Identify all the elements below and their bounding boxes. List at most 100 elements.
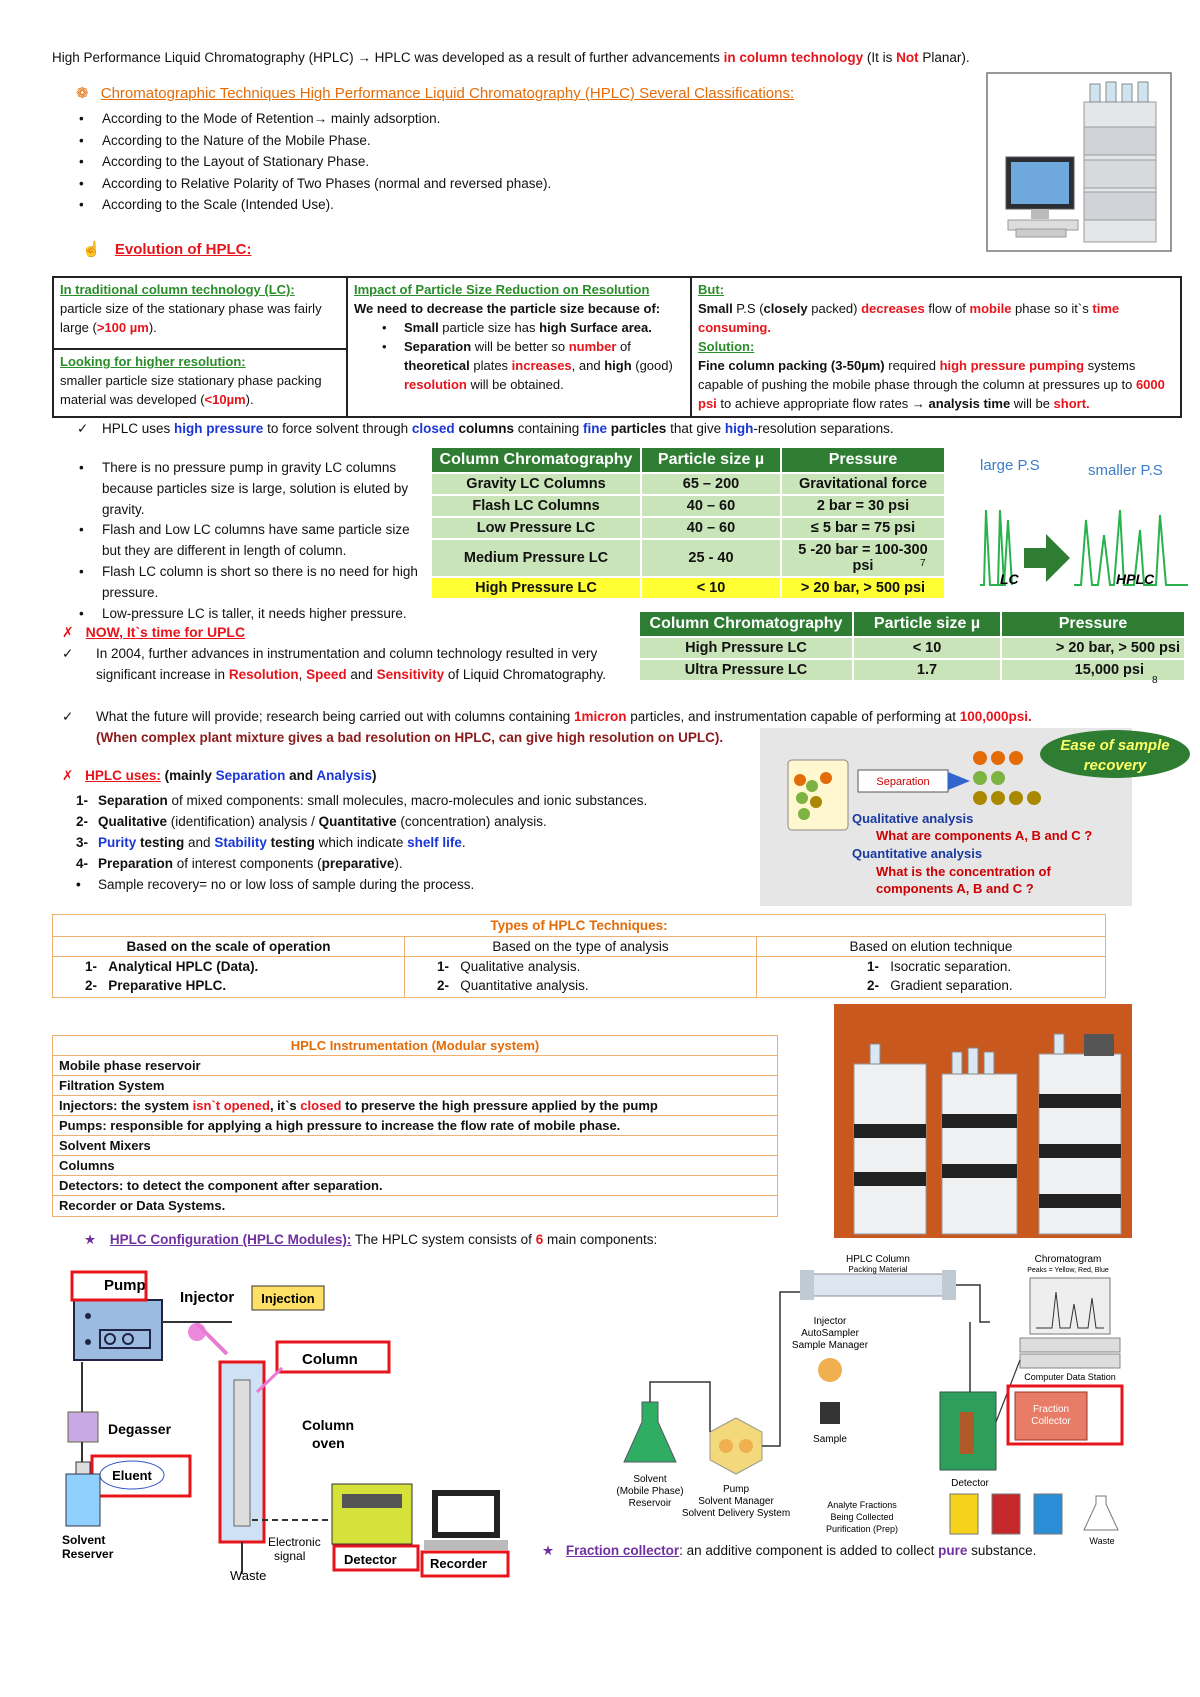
column-label: HPLC Column — [846, 1254, 910, 1265]
list-item: According to the Nature of the Mobile Ph… — [52, 130, 752, 152]
text: to force solvent through — [263, 421, 412, 436]
text-blue: closed — [411, 421, 455, 436]
table-cell: Low Pressure LC — [430, 516, 642, 540]
flower-icon: ❁ — [76, 85, 89, 102]
text: will be — [1010, 396, 1054, 411]
col-header: Based on the type of analysis — [405, 937, 756, 957]
text-bold: (mainly — [160, 768, 216, 783]
text: flow of — [924, 301, 970, 316]
list-item: 3-Purity testing and Stability testing w… — [48, 832, 728, 853]
num: 1- — [85, 959, 98, 974]
table-row: Mobile phase reservoir — [53, 1056, 777, 1076]
table-cell: 2 bar = 30 psi — [780, 494, 946, 518]
list-item: 4-Preparation of interest components (pr… — [48, 853, 728, 874]
text: What the future will provide; research b… — [96, 709, 574, 724]
pointing-hand-icon: ☝ — [82, 241, 101, 258]
modular-hplc-photo — [834, 1004, 1132, 1238]
text-bold: analysis time — [928, 396, 1011, 411]
table-cell: 25 - 40 — [640, 538, 782, 578]
text: , — [298, 666, 307, 682]
list-item: •Separation will be better so number of … — [382, 339, 673, 392]
separation-label: Separation — [876, 776, 929, 788]
text: : an additive component is added to coll… — [679, 1543, 939, 1558]
table-header-row: Column Chromatography Particle size µ Pr… — [638, 610, 1186, 638]
title-text: Types of HPLC Techniques: — [490, 918, 668, 933]
list-item: 1- Analytical HPLC (Data). — [53, 957, 404, 976]
num: 3- — [76, 835, 89, 850]
text-red: Speed — [306, 666, 347, 682]
large-ps-label: large P.S — [980, 457, 1040, 474]
column-oven-label: Column — [302, 1417, 354, 1433]
text-bold: preparative — [321, 856, 395, 871]
qual-label: Qualitative analysis — [852, 811, 973, 826]
recorder-label: Recorder — [430, 1556, 487, 1571]
text-bold: Fine column packing (3-50µm) — [698, 358, 885, 373]
solvent-label: Solvent — [62, 1533, 105, 1547]
text-blue: high pressure — [174, 421, 264, 436]
table-cell: > 20 bar, > 500 psi — [780, 576, 946, 600]
text-red: mobile — [969, 301, 1012, 316]
text: phase so it`s — [1011, 301, 1093, 316]
text: substance. — [967, 1543, 1037, 1558]
table-header: Particle size µ — [640, 446, 782, 474]
quant-question-2: components A, B and C ? — [876, 881, 1034, 896]
num: 1- — [867, 959, 880, 974]
detector-highlight-box — [332, 1544, 420, 1572]
text: Sample recovery= no or low loss of sampl… — [98, 877, 475, 892]
qual-question: What are components A, B and C ? — [876, 828, 1092, 843]
list-item: According to the Scale (Intended Use). — [52, 194, 752, 216]
text: of Liquid Chromatography. — [444, 666, 607, 682]
title-text: HPLC Instrumentation (Modular system) — [290, 1038, 540, 1053]
column-sublabel: Packing Material — [848, 1265, 907, 1274]
text-bold: theoretical — [404, 358, 470, 373]
text-blue: Analysis — [316, 768, 372, 783]
detector-label: Detector — [951, 1478, 989, 1489]
text: packed) — [807, 301, 862, 316]
star-icon: ★ — [542, 1543, 555, 1558]
col-header: Based on elution technique — [757, 937, 1105, 957]
sample-recovery-figure: Ease of sample recovery Separation Quali… — [760, 728, 1190, 906]
text-red: time consuming. — [698, 301, 1120, 335]
text-bold: testing — [136, 835, 185, 850]
text: ). — [394, 856, 403, 871]
list-item: According to the Mode of Retention→ main… — [52, 108, 752, 130]
intro-line: High Performance Liquid Chromatography (… — [52, 50, 1152, 65]
list-item: 1- Isocratic separation. — [757, 957, 1105, 976]
chromatogram-label: Chromatogram — [1035, 1254, 1102, 1265]
text: Qualitative analysis. — [460, 959, 581, 974]
box-heading: In traditional column technology (LC): — [60, 282, 295, 297]
list-item: According to Relative Polarity of Two Ph… — [52, 173, 752, 195]
column-oven-label-2: oven — [312, 1435, 345, 1451]
text-blue: shelf life — [407, 835, 462, 850]
table-header: Pressure — [1000, 610, 1186, 638]
text: -resolution separations. — [753, 421, 894, 436]
cross-icon: ✗ — [62, 768, 74, 783]
table-row: Columns — [53, 1156, 777, 1176]
eluent-label: Eluent — [112, 1468, 152, 1483]
text: to preserve the high pressure applied by… — [341, 1098, 658, 1113]
text-bold: ) — [371, 768, 377, 783]
text-bold: and — [285, 768, 317, 783]
table-cell: Gravitational force — [780, 472, 946, 496]
table-cell: Flash LC Columns — [430, 494, 642, 518]
text: required — [884, 358, 940, 373]
text: , and — [571, 358, 605, 373]
intro-text-6: Planar). — [918, 50, 970, 65]
box-text: smaller particle size stationary phase p… — [60, 373, 322, 407]
injector-label-2: AutoSampler — [801, 1328, 859, 1339]
hplc-instrument-photo — [986, 72, 1172, 252]
text: Preparative HPLC. — [108, 978, 227, 993]
pump-label-2: Solvent Manager — [698, 1496, 774, 1507]
table-cell: 40 – 60 — [640, 516, 782, 540]
config-heading: ★ HPLC Configuration (HPLC Modules): The… — [84, 1232, 657, 1248]
star-icon: ★ — [84, 1232, 97, 1247]
evolution-box-higher-res: Looking for higher resolution: smaller p… — [52, 350, 348, 418]
text: (identification) analysis / — [167, 814, 319, 829]
table-row: High Pressure LC< 10> 20 bar, > 500 psi — [638, 636, 1186, 660]
text-bold: Quantitative — [318, 814, 397, 829]
text: . — [461, 835, 466, 850]
cds-label: Computer Data Station — [1024, 1372, 1116, 1382]
num: 2- — [76, 814, 89, 829]
